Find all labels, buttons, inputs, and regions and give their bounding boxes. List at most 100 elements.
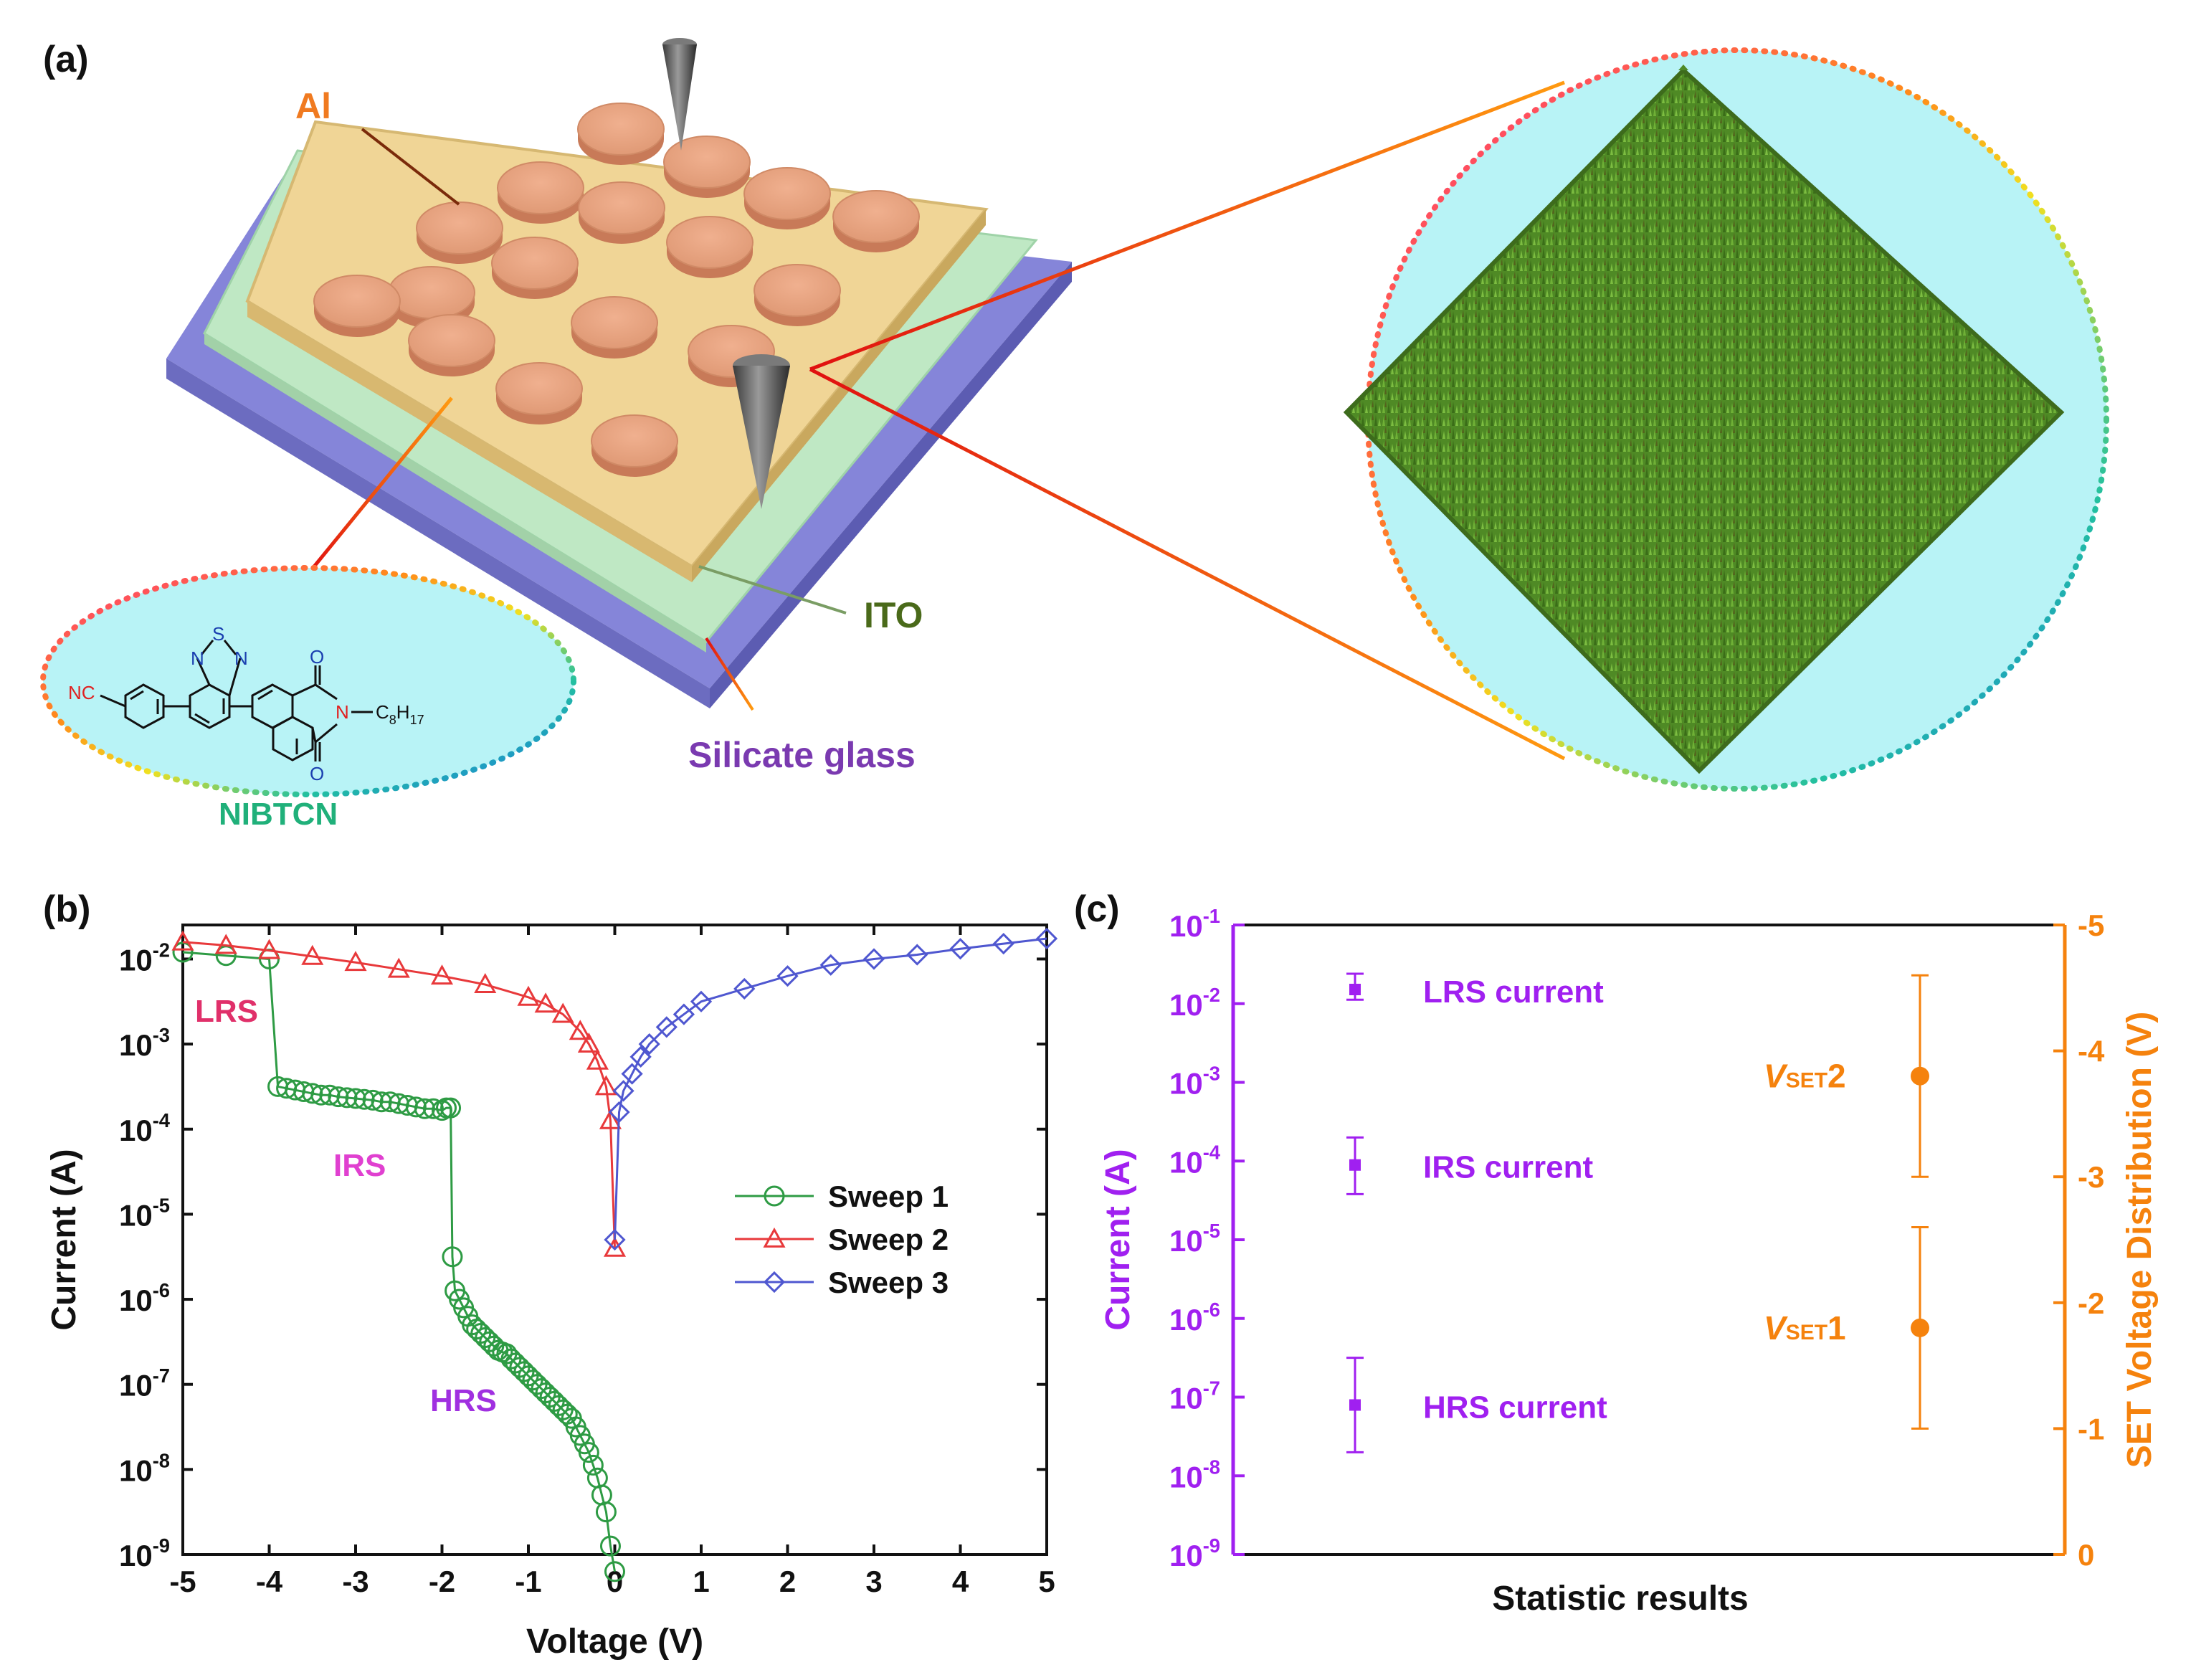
y-right-tick-label: -2 <box>2078 1286 2104 1320</box>
data-point <box>690 990 713 1012</box>
data-point <box>345 1088 366 1109</box>
atom-n2: N <box>234 647 248 669</box>
data-point <box>599 1535 621 1557</box>
y-right-tick-label: 0 <box>2078 1538 2094 1572</box>
panel-c-label: (c) <box>1074 888 1120 930</box>
y-tick-label: 10-4 <box>1169 1141 1221 1179</box>
atom-n1: N <box>191 647 204 669</box>
electrode-disc <box>832 190 920 243</box>
x-tick-label: -4 <box>256 1565 283 1598</box>
legend-label: Sweep 1 <box>828 1180 949 1213</box>
electrode-disc <box>663 136 751 189</box>
voltage-label: VSET1 <box>1764 1309 1846 1347</box>
data-point <box>578 1442 599 1463</box>
y-tick-label: 10-5 <box>1169 1220 1220 1258</box>
electrode-disc <box>497 161 584 214</box>
molecule-leader-line <box>307 397 453 575</box>
atom-s: S <box>212 623 224 645</box>
glass-substrate-side <box>710 262 1072 708</box>
glass-substrate-edge <box>166 359 710 708</box>
x-tick-label: 2 <box>779 1565 796 1598</box>
voltage-point <box>1911 1066 1929 1086</box>
legend-marker <box>763 1271 786 1294</box>
y-tick-label: 10-2 <box>1169 984 1220 1022</box>
data-point <box>776 965 799 987</box>
data-point <box>302 1083 323 1104</box>
atom-cyano: NC <box>68 682 95 703</box>
y-tick-label: 10-4 <box>119 1109 171 1147</box>
data-point <box>992 932 1014 955</box>
data-point <box>214 934 237 954</box>
data-point <box>604 1228 626 1251</box>
data-point <box>344 951 367 972</box>
data-point <box>387 957 410 978</box>
probe-tip-top <box>662 38 697 151</box>
data-point <box>517 985 540 1006</box>
y-tick-label: 10-3 <box>1169 1063 1220 1101</box>
electrode-disc <box>577 103 665 156</box>
x-tick-label: -5 <box>169 1565 196 1598</box>
voltage-label: VSET2 <box>1764 1058 1846 1095</box>
data-point <box>608 1101 630 1124</box>
electrode-disc <box>571 296 658 349</box>
hrs-annotation: HRS <box>430 1383 497 1418</box>
data-point <box>599 1109 622 1129</box>
data-point <box>440 1097 462 1119</box>
glass-label: Silicate glass <box>688 735 916 775</box>
al-leader-line <box>361 128 460 206</box>
data-point <box>336 1087 358 1109</box>
legend-marker <box>764 1185 785 1207</box>
data-point <box>310 1084 332 1106</box>
x-tick-label: 5 <box>1038 1565 1055 1598</box>
alkyl-chain: C8H17 <box>376 701 424 727</box>
electrode-disc <box>743 167 831 220</box>
data-point <box>582 1454 604 1476</box>
x-tick-label: -1 <box>515 1565 541 1598</box>
y-axis-title: Current (A) <box>45 1149 83 1330</box>
data-point <box>862 948 885 970</box>
y-tick-label: 10-8 <box>1169 1456 1220 1494</box>
y-tick-label: 10-9 <box>1169 1534 1220 1572</box>
data-point <box>949 938 971 960</box>
x-axis-title: Voltage (V) <box>526 1623 703 1661</box>
electrode-disc <box>313 275 401 328</box>
afm-leader-top <box>809 80 1565 371</box>
x-tick-label: -2 <box>429 1565 455 1598</box>
data-point <box>621 1063 643 1085</box>
y-right-title: SET Voltage Distribution (V) <box>2121 1012 2159 1468</box>
data-point <box>577 1033 600 1053</box>
electrode-disc <box>416 201 503 255</box>
y-right-tick-label: -3 <box>2078 1160 2104 1194</box>
atom-n-imide: N <box>336 701 349 723</box>
current-label: LRS current <box>1423 974 1604 1010</box>
data-point <box>672 1003 695 1025</box>
data-point <box>629 1045 652 1068</box>
y-tick-label: 10-6 <box>1169 1299 1220 1337</box>
legend-marker <box>763 1227 786 1248</box>
data-point <box>594 1075 617 1096</box>
data-point <box>655 1016 678 1038</box>
data-point <box>906 944 928 966</box>
data-point <box>1035 927 1058 950</box>
series-line <box>182 951 616 1572</box>
x-tick-label: 3 <box>865 1565 882 1598</box>
ito-layer-edge <box>204 333 706 652</box>
data-point <box>414 1098 435 1119</box>
electrode-disc <box>578 181 665 234</box>
electrode-disc <box>491 237 579 290</box>
data-point <box>612 1080 634 1102</box>
y-tick-label: 10-7 <box>1169 1377 1220 1415</box>
al-label: Al <box>295 86 331 126</box>
ito-label: ITO <box>864 595 923 635</box>
molecule-atoms: S N N NC O N O C8H17 <box>68 623 424 784</box>
x-axis-title: Statistic results <box>1492 1580 1748 1618</box>
legend-label: Sweep 2 <box>828 1223 949 1256</box>
y-tick-label: 10-6 <box>119 1279 170 1317</box>
atom-o2: O <box>310 763 324 784</box>
afm-surface <box>1343 65 2065 774</box>
y-right-tick-label: -4 <box>2078 1035 2105 1068</box>
electrode-disc <box>754 264 841 317</box>
y-tick-label: 10-5 <box>119 1195 170 1233</box>
electrode-disc <box>388 266 475 319</box>
